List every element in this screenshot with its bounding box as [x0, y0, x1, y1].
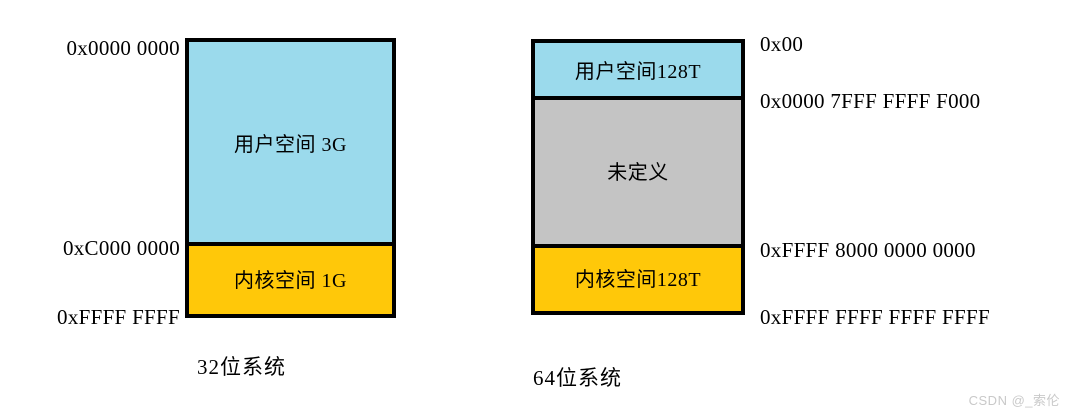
address-label-32bit-top: 0x0000 0000 [66, 36, 180, 60]
segment-divider [189, 242, 392, 246]
segment-label: 用户空间128T [574, 61, 702, 83]
memory-layout-32bit: 用户空间 3G 内核空间 1G [185, 38, 396, 318]
memory-layout-64bit: 用户空间128T 未定义 内核空间128T [531, 39, 745, 315]
caption-32bit: 32位系统 [197, 355, 286, 379]
segment-undefined-64bit: 未定义 [535, 96, 741, 244]
segment-user-space-64bit: 用户空间128T [535, 43, 741, 96]
address-label-32bit-bottom: 0xFFFF FFFF [57, 305, 180, 329]
csdn-watermark: CSDN @_索伦 [968, 393, 1060, 408]
segment-label: 内核空间128T [574, 269, 702, 291]
segment-label: 未定义 [607, 161, 669, 184]
segment-kernel-space-32bit: 内核空间 1G [189, 242, 392, 314]
address-label-64bit-kernel-start: 0xFFFF 8000 0000 0000 [760, 238, 976, 262]
address-label-64bit-user-end: 0x0000 7FFF FFFF F000 [760, 89, 981, 113]
segment-divider [535, 244, 741, 248]
segment-divider [535, 96, 741, 100]
segment-user-space-32bit: 用户空间 3G [189, 42, 392, 242]
segment-label: 内核空间 1G [234, 269, 347, 292]
address-label-64bit-top: 0x00 [760, 32, 804, 56]
segment-label: 用户空间 3G [234, 133, 347, 156]
address-label-64bit-bottom: 0xFFFF FFFF FFFF FFFF [760, 305, 990, 329]
caption-64bit: 64位系统 [533, 366, 622, 390]
segment-kernel-space-64bit: 内核空间128T [535, 244, 741, 311]
address-label-32bit-middle: 0xC000 0000 [62, 236, 180, 260]
